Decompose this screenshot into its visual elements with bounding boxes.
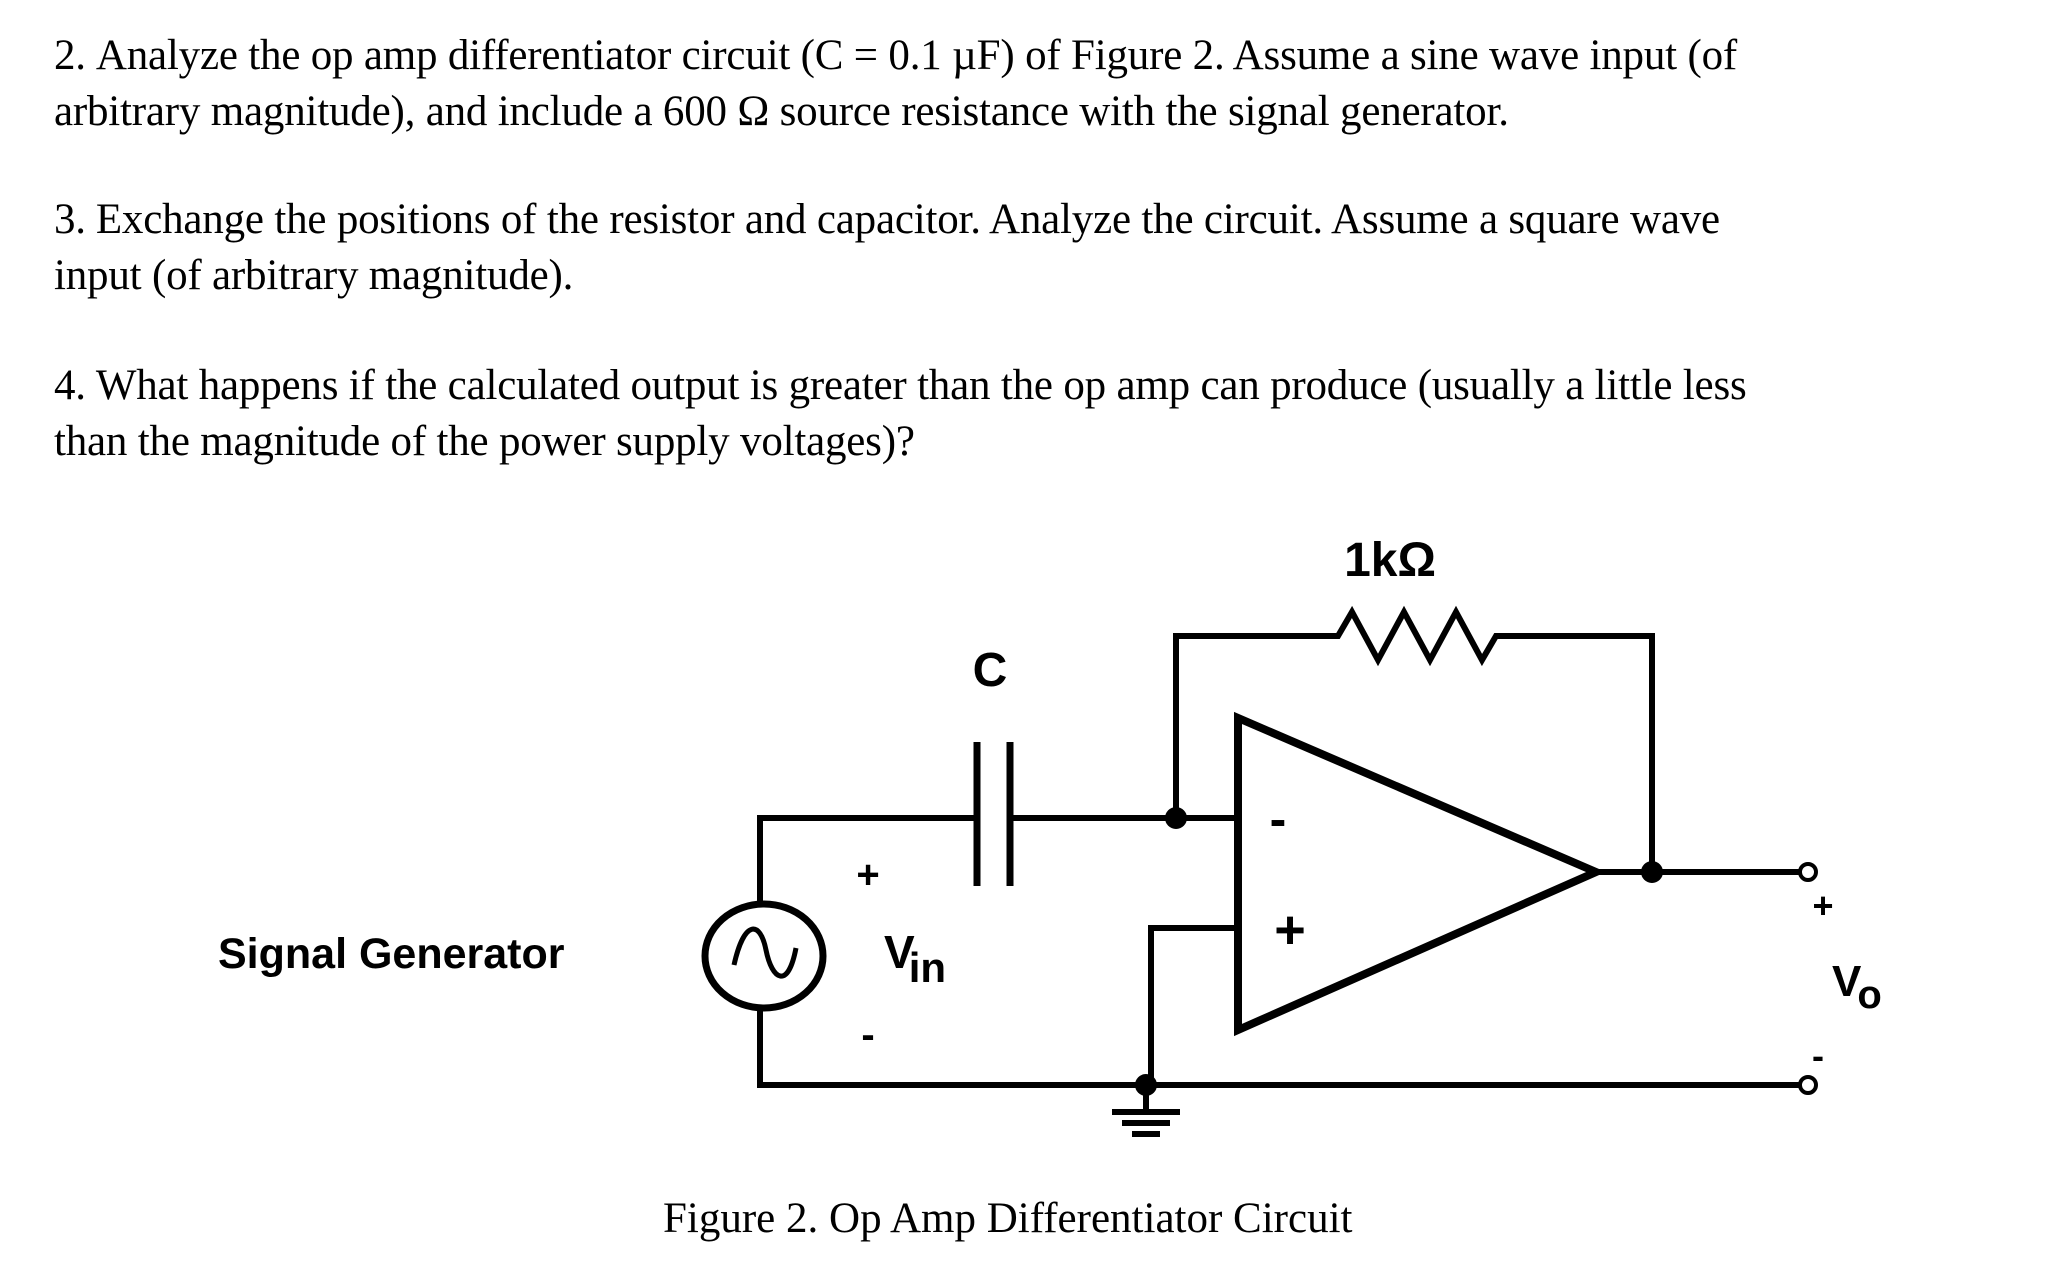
question-number: 3. <box>54 196 86 243</box>
figure-caption: Figure 2. Op Amp Differentiator Circuit <box>663 1195 1353 1242</box>
opamp-inverting-sign: - <box>1270 791 1287 847</box>
question-text: Analyze the op amp differentiator circui… <box>95 32 1737 79</box>
vin-subscript: in <box>909 944 946 991</box>
wire-source-top <box>757 815 975 903</box>
wire-feedback-right <box>1530 633 1655 872</box>
opamp-triangle <box>1234 711 1607 1037</box>
question-text: Exchange the positions of the resistor a… <box>95 196 1720 243</box>
question-3-line-2: input (of arbitrary magnitude). <box>54 252 574 299</box>
vin-label: Vin <box>884 926 946 991</box>
wire-noninverting-to-ground <box>1148 925 1238 1088</box>
junction-inverting-node <box>1165 807 1187 829</box>
vin-minus-sign: - <box>861 1013 874 1057</box>
opamp-noninverting-sign: + <box>1274 900 1306 960</box>
question-2: 2.Analyze the op amp differentiator circ… <box>54 28 1984 140</box>
signal-generator-symbol <box>701 900 827 1012</box>
resistor-label: 1kΩ <box>1344 534 1436 587</box>
junction-ground-node <box>1135 1074 1157 1096</box>
vo-subscript: o <box>1857 973 1881 1017</box>
capacitor-label: C <box>973 644 1008 697</box>
question-4: 4.What happens if the calculated output … <box>54 358 1984 470</box>
sine-wave-icon <box>731 926 799 979</box>
question-4-line-1: 4.What happens if the calculated output … <box>54 358 1984 414</box>
junction-output-node <box>1641 861 1663 883</box>
vin-plus-sign: + <box>856 853 879 897</box>
vo-plus-sign: + <box>1812 885 1833 926</box>
vin-main: V <box>884 926 915 978</box>
question-number: 4. <box>54 362 86 409</box>
vo-label: Vo <box>1832 957 1882 1017</box>
output-terminal-plus <box>1798 862 1818 882</box>
signal-generator-label: Signal Generator <box>218 930 565 978</box>
question-2-line-1: 2.Analyze the op amp differentiator circ… <box>54 28 1984 84</box>
question-4-line-2: than the magnitude of the power supply v… <box>54 418 915 465</box>
question-3-line-1: 3.Exchange the positions of the resistor… <box>54 192 1984 248</box>
wire-bottom-return <box>757 1010 1801 1088</box>
vo-minus-sign: - <box>1812 1035 1824 1076</box>
output-terminal-minus <box>1798 1075 1818 1095</box>
question-3: 3.Exchange the positions of the resistor… <box>54 192 1984 304</box>
resistor-symbol <box>1300 605 1530 667</box>
vo-main: V <box>1832 957 1862 1006</box>
question-text: What happens if the calculated output is… <box>95 362 1747 409</box>
question-2-line-2: arbitrary magnitude), and include a 600 … <box>54 88 1509 135</box>
wire-feedback-left <box>1173 633 1300 818</box>
question-number: 2. <box>54 32 86 79</box>
